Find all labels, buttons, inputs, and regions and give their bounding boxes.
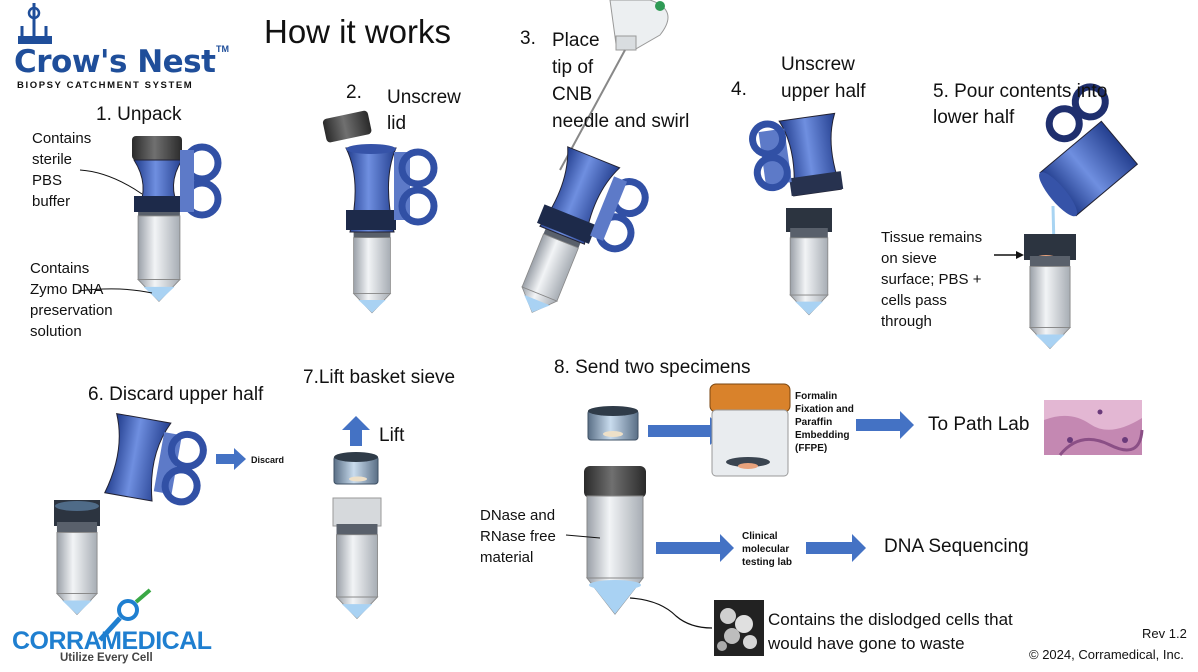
cells-image-icon [714, 600, 764, 656]
cells-callout [629, 597, 713, 629]
step6-lower-half [54, 500, 100, 615]
callout-line-top [79, 169, 143, 195]
callout-line-bottom [77, 288, 153, 294]
crow-nest-logo-icon [18, 3, 52, 44]
ffpe-jar [709, 383, 791, 477]
arrow-right-icon [856, 411, 914, 439]
tissue-image-icon [1044, 400, 1144, 456]
page-title: How it works [264, 13, 452, 50]
basket-sieve [333, 452, 379, 485]
footer-slogan: Utilize Every Cell [60, 652, 153, 664]
footer-company: CORRAMEDICAL [12, 627, 212, 655]
logo-brand: Crow's Nest [14, 44, 216, 80]
step3-tube [514, 146, 649, 320]
step6-label: 6. Discard upper half [88, 384, 264, 405]
step7-lower-tube [332, 497, 382, 619]
step3-number: 3. [520, 28, 536, 49]
corramedical-logo-icon [98, 588, 152, 642]
logo-tagline: BIOPSY CATCHMENT SYSTEM [17, 80, 194, 91]
step8-sieve [587, 406, 639, 441]
arrow-up-icon [342, 416, 370, 446]
lift-label: Lift [379, 425, 405, 446]
step1-tube [132, 136, 222, 302]
step4-upper-half [749, 112, 844, 197]
dnase-callout [565, 534, 601, 539]
step4-lower-half [786, 208, 832, 316]
step2-tube [322, 110, 438, 314]
logo-tm: TM [216, 44, 229, 54]
dna-tube [584, 466, 646, 615]
discard-label: Discard [251, 455, 285, 465]
step5-upper-pouring [1039, 83, 1139, 217]
step2-number: 2. [346, 82, 362, 103]
arrow-right-icon [656, 534, 734, 562]
step8-label: 8. Send two specimens [554, 357, 751, 378]
dna-sequencing-label: DNA Sequencing [884, 536, 1029, 557]
arrow-right-icon [806, 534, 866, 562]
step7-label: 7.Lift basket sieve [303, 367, 456, 388]
copyright: © 2024, Corramedical, Inc. [1029, 647, 1184, 662]
rev-label: Rev 1.2 [1142, 626, 1187, 641]
step4-number: 4. [731, 79, 747, 100]
step6-upper-half [104, 412, 207, 506]
step5-lower-half [1024, 234, 1076, 350]
path-lab-label: To Path Lab [928, 414, 1030, 435]
step1-label: 1. Unpack [96, 104, 182, 125]
arrow-right-icon [216, 448, 246, 470]
